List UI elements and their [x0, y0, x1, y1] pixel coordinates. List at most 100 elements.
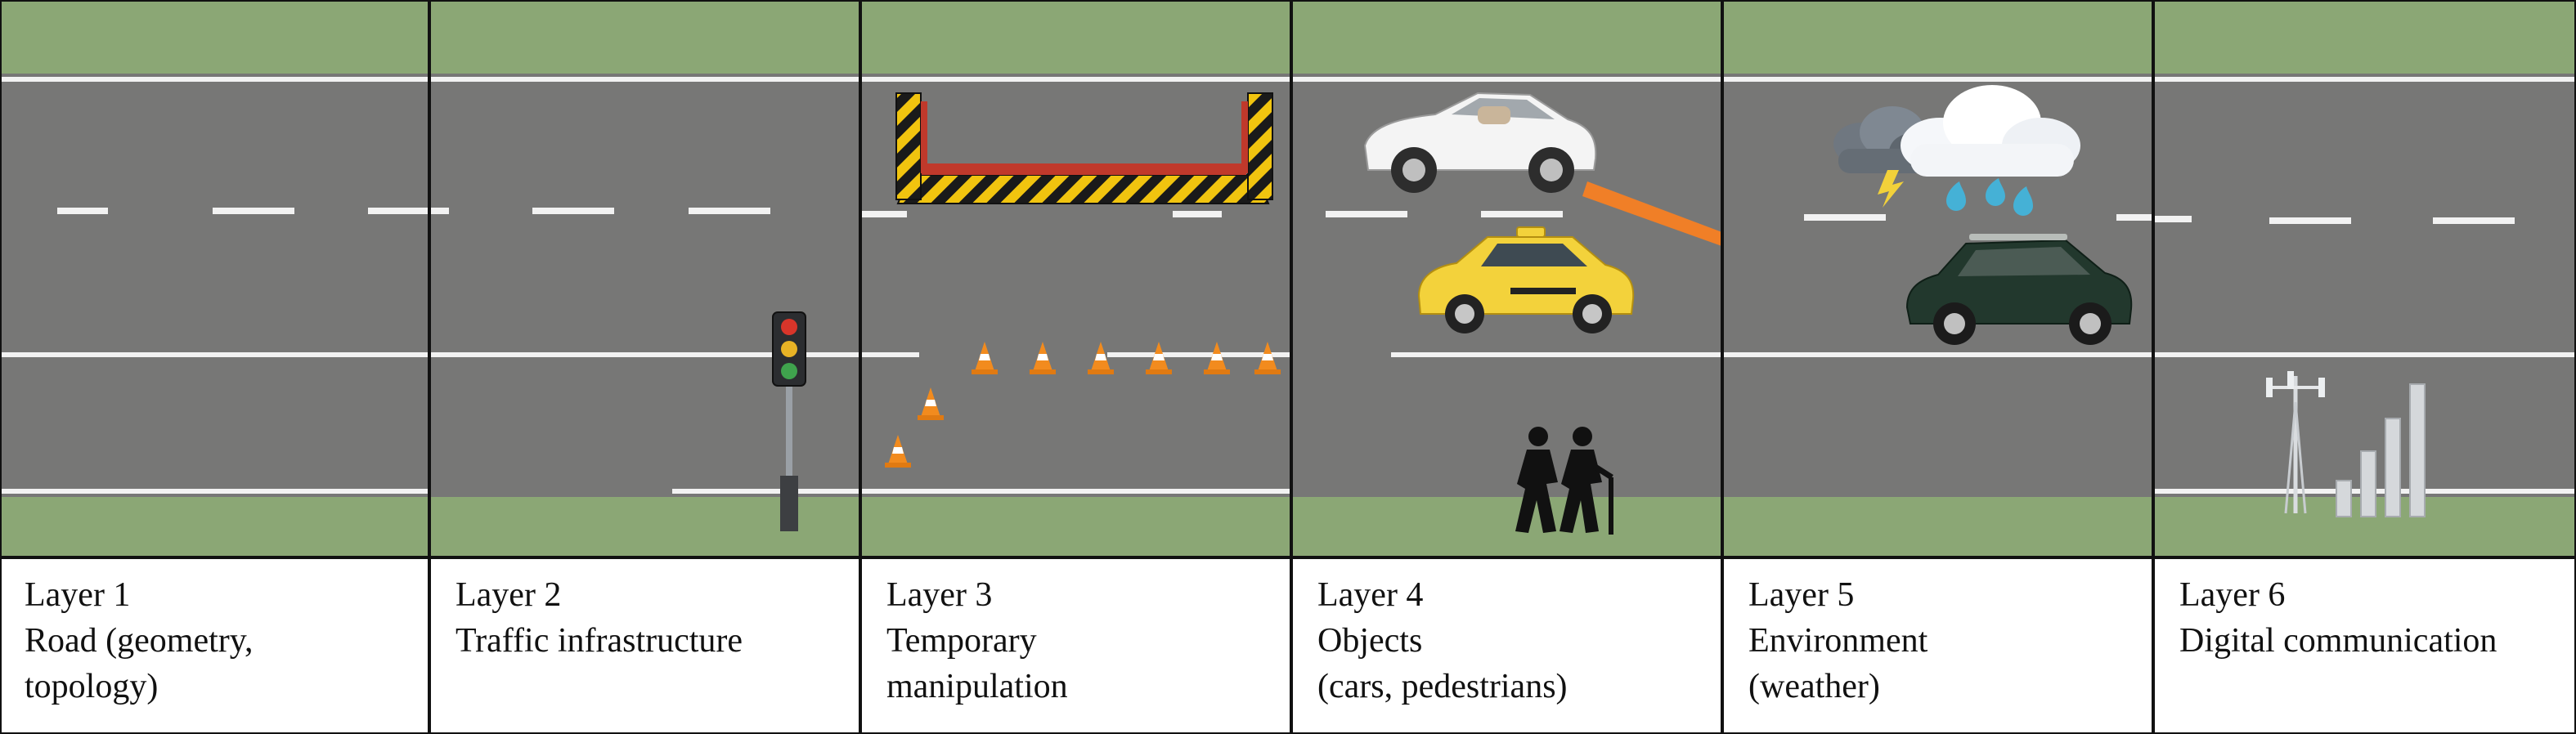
lane-divider-line	[0, 352, 429, 357]
layer-description-line: Objects	[1317, 622, 1423, 660]
traffic-cone-icon	[1146, 342, 1172, 374]
road-edge-line-top	[431, 77, 860, 82]
layer-number: Layer 2	[456, 576, 562, 614]
grass-strip-bottom	[1293, 497, 1722, 556]
lane-dash	[2116, 214, 2153, 221]
layer-5-road-scene	[1724, 0, 2153, 556]
layer-6-road-scene	[2155, 0, 2576, 556]
traffic-cone-icon	[1204, 342, 1230, 374]
layer-number: Layer 1	[25, 576, 131, 614]
yellow-taxi-icon	[1417, 226, 1635, 333]
layer-4-caption: Layer 4 Objects (cars, pedestrians)	[1293, 556, 1722, 734]
layer-description-line: Road (geometry,	[25, 622, 254, 660]
grass-strip-bottom	[862, 497, 1291, 556]
road-edge-line-top	[1293, 77, 1722, 82]
layer-description-line: (weather)	[1748, 668, 1880, 705]
road-surface	[0, 74, 429, 497]
lane-dash	[1481, 211, 1563, 217]
layer-1-road-scene	[0, 0, 429, 556]
layer-description-line: manipulation	[886, 668, 1068, 705]
lane-dash	[2269, 217, 2351, 224]
layer-number: Layer 4	[1317, 576, 1424, 614]
layer-3-road-scene	[862, 0, 1291, 556]
lane-divider-line	[431, 352, 860, 357]
layer-2-caption: Layer 2 Traffic infrastructure	[431, 556, 860, 734]
grass-strip-top	[431, 0, 860, 74]
lane-dash	[1326, 211, 1407, 217]
layer-description-line: Digital communication	[2179, 622, 2497, 660]
traffic-light-icon	[772, 311, 806, 531]
grass-strip-top	[0, 0, 429, 74]
layer-description-line: topology)	[25, 668, 159, 705]
grass-strip-top	[862, 0, 1291, 74]
layer-3-panel: Layer 3 Temporary manipulation	[862, 0, 1291, 734]
layer-description-line: Traffic infrastructure	[456, 622, 743, 660]
lane-dash	[689, 208, 770, 214]
column-divider	[2152, 0, 2155, 734]
layer-6-caption: Layer 6 Digital communication	[2155, 556, 2576, 734]
layer-5-panel: Layer 5 Environment (weather)	[1724, 0, 2153, 734]
layer-4-panel: Layer 4 Objects (cars, pedestrians)	[1293, 0, 1722, 734]
layer-5-caption: Layer 5 Environment (weather)	[1724, 556, 2153, 734]
layer-1-panel: Layer 1 Road (geometry, topology)	[0, 0, 429, 734]
lane-dash	[213, 208, 294, 214]
layer-1-caption: Layer 1 Road (geometry, topology)	[0, 556, 429, 734]
column-divider	[1290, 0, 1293, 734]
layer-2-road-scene	[431, 0, 860, 556]
layer-number: Layer 6	[2179, 576, 2286, 614]
layer-description-line: Temporary	[886, 622, 1037, 660]
layer-4-road-scene	[1293, 0, 1722, 556]
grass-strip-bottom	[1724, 497, 2153, 556]
lane-divider-line	[1107, 352, 1291, 357]
road-edge-line-top	[2155, 77, 2576, 82]
grass-strip-top	[1724, 0, 2153, 74]
pedestrians-icon	[1515, 427, 1613, 535]
column-divider	[1721, 0, 1724, 734]
lane-dash	[2155, 216, 2192, 222]
lane-divider-line	[1391, 352, 1722, 357]
white-convertible-car-icon	[1363, 92, 1597, 193]
signal-bars-icon	[2336, 383, 2426, 517]
lane-divider-line	[862, 352, 919, 357]
layer-number: Layer 5	[1748, 576, 1855, 614]
rain-drops-icon	[1946, 178, 2033, 216]
layer-description-line: (cars, pedestrians)	[1317, 668, 1568, 705]
road-edge-line-top	[862, 77, 1291, 82]
lane-dash	[1804, 214, 1886, 221]
grass-strip-bottom	[0, 497, 429, 556]
traffic-cone-icon	[1030, 342, 1056, 374]
column-divider	[428, 0, 431, 734]
grass-strip-top	[1293, 0, 1722, 74]
grass-strip-top	[2155, 0, 2576, 74]
layer-2-panel: Layer 2 Traffic infrastructure	[431, 0, 860, 734]
layer-6-panel: Layer 6 Digital communication	[2155, 0, 2576, 734]
lane-dash	[532, 208, 614, 214]
traffic-cone-icon	[1254, 342, 1281, 374]
lane-dash	[1173, 211, 1222, 217]
road-edge-line-top	[1724, 77, 2153, 82]
road-edge-line-bottom	[862, 489, 1291, 494]
lane-dash	[57, 208, 108, 214]
movement-arrow-icon	[1582, 181, 1722, 247]
road-edge-line-bottom	[672, 489, 860, 494]
traffic-cone-icon	[918, 387, 944, 420]
road-barrier-icon	[895, 92, 1273, 204]
road-edge-line-top	[0, 77, 429, 82]
lane-divider-line	[1724, 352, 2153, 357]
white-cloud-icon	[1901, 85, 2080, 177]
traffic-cone-icon	[1088, 342, 1114, 374]
layer-number: Layer 3	[886, 576, 993, 614]
road-surface	[2155, 74, 2576, 497]
lane-divider-line	[2155, 352, 2576, 357]
lane-dash	[431, 208, 449, 214]
cell-tower-icon	[2266, 371, 2325, 514]
layer-3-caption: Layer 3 Temporary manipulation	[862, 556, 1291, 734]
road-surface	[862, 74, 1291, 497]
road-edge-line-bottom	[0, 489, 429, 494]
layer-description-line: Environment	[1748, 622, 1928, 660]
lane-dash	[368, 208, 429, 214]
lane-dash	[862, 211, 907, 217]
traffic-cone-icon	[972, 342, 998, 374]
lane-dash	[2433, 217, 2515, 224]
